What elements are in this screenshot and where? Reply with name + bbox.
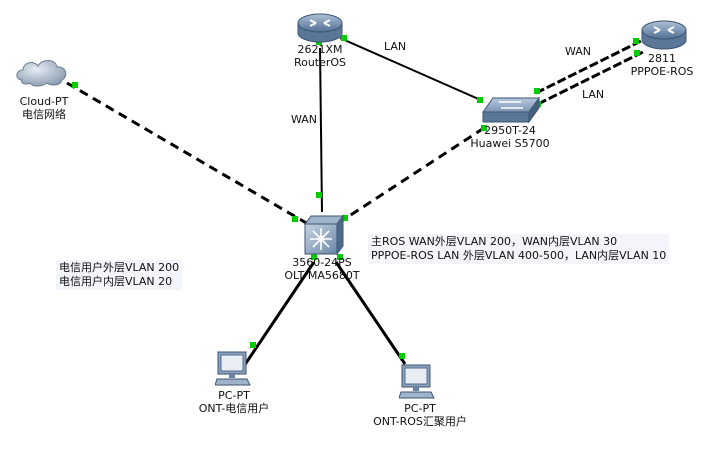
link-switch-olt[interactable] bbox=[339, 126, 485, 224]
device-router-pppoe[interactable] bbox=[640, 18, 688, 52]
note-ros-line2: PPPOE-ROS LAN 外层VLAN 400-500，LAN内层VLAN 1… bbox=[371, 249, 667, 262]
note-telecom-vlan[interactable]: 电信用户外层VLAN 200 电信用户内层VLAN 20 bbox=[56, 260, 183, 290]
note-ros-vlan[interactable]: 主ROS WAN外层VLAN 200，WAN内层VLAN 30 PPPOE-RO… bbox=[368, 234, 670, 264]
device-pc-ros[interactable] bbox=[399, 364, 435, 400]
router-pppoe-type-label: 2811 bbox=[648, 52, 676, 65]
device-router-main[interactable] bbox=[296, 11, 344, 45]
device-cloud[interactable] bbox=[14, 56, 70, 88]
multilayer-switch-icon bbox=[304, 214, 344, 256]
port-status-dots bbox=[72, 35, 640, 359]
link-router-switch[interactable] bbox=[339, 37, 484, 102]
note-telecom-line2: 电信用户内层VLAN 20 bbox=[59, 275, 173, 288]
link-label-switch-pppoe-lan: LAN bbox=[582, 88, 605, 101]
olt-name-label: OLT MA5680T bbox=[284, 269, 360, 282]
cloud-name-label: 电信网络 bbox=[22, 108, 66, 121]
pc-icon bbox=[215, 351, 251, 386]
cloud-type-label: Cloud-PT bbox=[19, 95, 69, 108]
device-olt[interactable] bbox=[303, 214, 345, 256]
link-label-router-switch: LAN bbox=[384, 40, 407, 53]
link-olt-pc-ros[interactable] bbox=[334, 261, 407, 365]
cloud-icon bbox=[16, 60, 67, 87]
switch-name-label: Huawei S5700 bbox=[470, 137, 550, 150]
device-pc-telecom[interactable] bbox=[215, 351, 251, 387]
router-pppoe-name-label: PPPOE-ROS bbox=[630, 65, 694, 78]
olt-type-label: 3560-24PS bbox=[292, 256, 352, 269]
link-cloud-olt[interactable] bbox=[66, 81, 309, 226]
pc-telecom-name-label: ONT-电信用户 bbox=[198, 402, 270, 415]
pc-icon bbox=[399, 364, 435, 399]
device-switch-core[interactable] bbox=[481, 96, 541, 126]
pc-ros-name-label: ONT-ROS汇聚用户 bbox=[373, 415, 467, 428]
switch-type-label: 2950T-24 bbox=[484, 124, 536, 137]
link-switch-pppoe-lan[interactable] bbox=[537, 50, 644, 106]
link-olt-pc-telecom[interactable] bbox=[242, 261, 316, 367]
link-label-switch-pppoe-wan: WAN bbox=[565, 45, 592, 58]
note-ros-line1: 主ROS WAN外层VLAN 200，WAN内层VLAN 30 bbox=[371, 235, 618, 248]
note-telecom-line1: 电信用户外层VLAN 200 bbox=[59, 261, 180, 274]
link-label-router-olt: WAN bbox=[291, 113, 318, 126]
link-switch-pppoe-wan[interactable] bbox=[535, 39, 642, 95]
router-icon bbox=[641, 20, 687, 50]
pc-ros-type-label: PC-PT bbox=[404, 402, 436, 415]
pc-telecom-type-label: PC-PT bbox=[218, 389, 250, 402]
link-router-olt[interactable] bbox=[319, 47, 323, 213]
router-main-type-label: 2621XM bbox=[297, 43, 343, 56]
router-main-name-label: RouterOS bbox=[293, 56, 347, 69]
router-icon bbox=[297, 13, 343, 43]
switch-icon bbox=[482, 96, 540, 124]
